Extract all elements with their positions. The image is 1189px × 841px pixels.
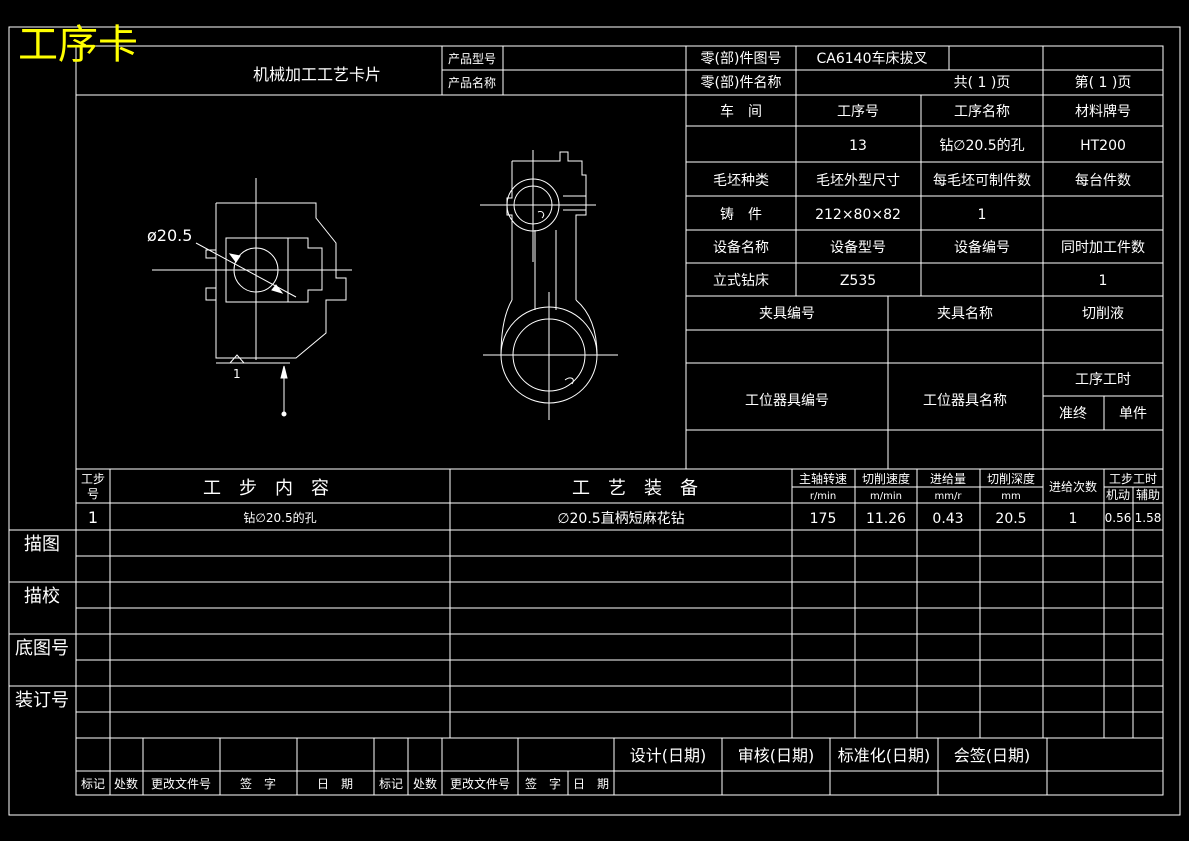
feed-header-1: 进给量 [930,472,966,486]
table-row: 1 钻∅20.5的孔 ∅20.5直柄短麻花钻 175 11.26 0.43 20… [88,508,1161,527]
process-name-label: 工序名称 [954,104,1010,120]
part-name-label: 零(部)件名称 [701,75,782,91]
simul-label: 同时加工件数 [1061,240,1145,256]
total-pages: 共( 1 )页 [954,75,1011,91]
aux-time-header: 辅助 [1136,488,1160,502]
place-label-1: 处数 [114,776,138,791]
step-no-header-1: 工步 [81,472,105,486]
per-blank-label: 每毛坯可制件数 [933,173,1031,189]
date-label-1: 日 期 [317,777,353,791]
depth-header-2: mm [1001,491,1020,502]
review-label: 审核(日期) [738,746,815,765]
machine-time-header: 机动 [1106,488,1130,502]
mark-label-1: 标记 [81,777,105,791]
unit-label: 单件 [1119,406,1147,422]
step-machine-time: 0.56 [1105,511,1132,525]
coolant-label: 切削液 [1082,306,1124,322]
step-table-header: 工步 号 工 步 内 容 工 艺 装 备 主轴转速 r/min 切削速度 m/m… [81,471,1160,502]
footer: 设计(日期) 审核(日期) 标准化(日期) 会签(日期) 标记 处数 更改文件号… [81,746,1030,791]
workshop-label: 车 间 [720,103,762,120]
process-no-label: 工序号 [837,104,879,120]
blank-type-label: 毛坯种类 [713,173,769,189]
frame-lines [8,26,1181,816]
cut-speed-header-1: 切削速度 [862,471,910,486]
step-depth: 20.5 [995,511,1026,527]
per-machine-label: 每台件数 [1075,173,1131,189]
product-model-label: 产品型号 [448,52,496,66]
part-drawing-label: 零(部)件图号 [701,51,782,67]
depth-header-1: 切削深度 [987,471,1035,486]
product-name-label: 产品名称 [448,75,496,90]
change-doc-label-1: 更改文件号 [151,776,211,791]
process-time-label: 工序工时 [1075,372,1131,388]
content-header: 工 步 内 容 [203,478,329,499]
step-aux-time: 1.58 [1135,511,1162,525]
card-title: 机械加工工艺卡片 [253,65,381,84]
blank-size: 212×80×82 [815,207,901,223]
step-cut-speed: 11.26 [866,511,906,527]
step-no-header-2: 号 [87,487,99,501]
equip-model-label: 设备型号 [830,239,886,256]
step-no: 1 [88,508,98,527]
countersign-label: 会签(日期) [954,746,1031,765]
standard-label: 标准化(日期) [838,746,931,765]
base-drawing-label: 底图号 [15,638,69,659]
material: HT200 [1080,138,1126,154]
sign-label-2: 签 字 [525,776,561,791]
station-name-label: 工位器具名称 [923,393,1007,409]
change-doc-label-2: 更改文件号 [450,776,510,791]
equip-name: 立式钻床 [713,273,769,289]
station-no-label: 工位器具编号 [745,393,829,409]
blank-size-label: 毛坯外型尺寸 [816,173,900,189]
cut-speed-header-2: m/min [870,491,902,502]
feed-header-2: mm/r [935,491,963,502]
process-name: 钻∅20.5的孔 [939,138,1024,154]
equipment-header: 工 艺 装 备 [572,478,698,499]
side-labels: 描图 描校 底图号 装订号 [15,534,69,711]
passes-header: 进给次数 [1049,479,1097,494]
step-passes: 1 [1069,511,1078,527]
page-number: 第( 1 )页 [1075,74,1132,91]
trace-label: 描图 [24,534,60,555]
part-drawing-value: CA6140车床拔叉 [817,50,928,67]
step-time-header: 工步工时 [1109,472,1157,486]
prep-label: 准终 [1059,406,1087,422]
mark-label-2: 标记 [379,777,403,791]
process-no: 13 [849,138,867,154]
equip-no-label: 设备编号 [954,239,1010,256]
part-drawing-front-view [152,178,352,417]
per-blank: 1 [978,207,987,223]
info-table: 车 间 工序号 工序名称 材料牌号 13 钻∅20.5的孔 HT200 毛坯种类… [713,103,1147,422]
fixture-name-label: 夹具名称 [937,306,993,322]
step-speed: 175 [810,511,837,527]
equip-name-label: 设备名称 [713,239,769,256]
design-label: 设计(日期) [630,746,707,765]
blank-type: 铸 件 [720,207,762,223]
simul: 1 [1099,273,1108,289]
stamp-title: 工序卡 [18,22,138,68]
fixture-no-label: 夹具编号 [759,306,815,322]
material-label: 材料牌号 [1075,103,1131,120]
sign-label-1: 签 字 [240,776,276,791]
binding-label: 装订号 [15,690,69,711]
date-label-2: 日 期 [573,777,609,791]
part-drawing-side-view [480,150,618,420]
diameter-dimension: ø20.5 [147,226,192,245]
speed-header-1: 主轴转速 [799,471,847,486]
step-equipment: ∅20.5直柄短麻花钻 [557,510,684,527]
speed-header-2: r/min [810,491,836,502]
step-content: 钻∅20.5的孔 [243,510,316,525]
check-label: 描校 [24,586,60,607]
datum-number: 1 [233,367,241,381]
equip-model: Z535 [840,273,876,289]
place-label-2: 处数 [413,776,437,791]
step-feed: 0.43 [932,511,963,527]
